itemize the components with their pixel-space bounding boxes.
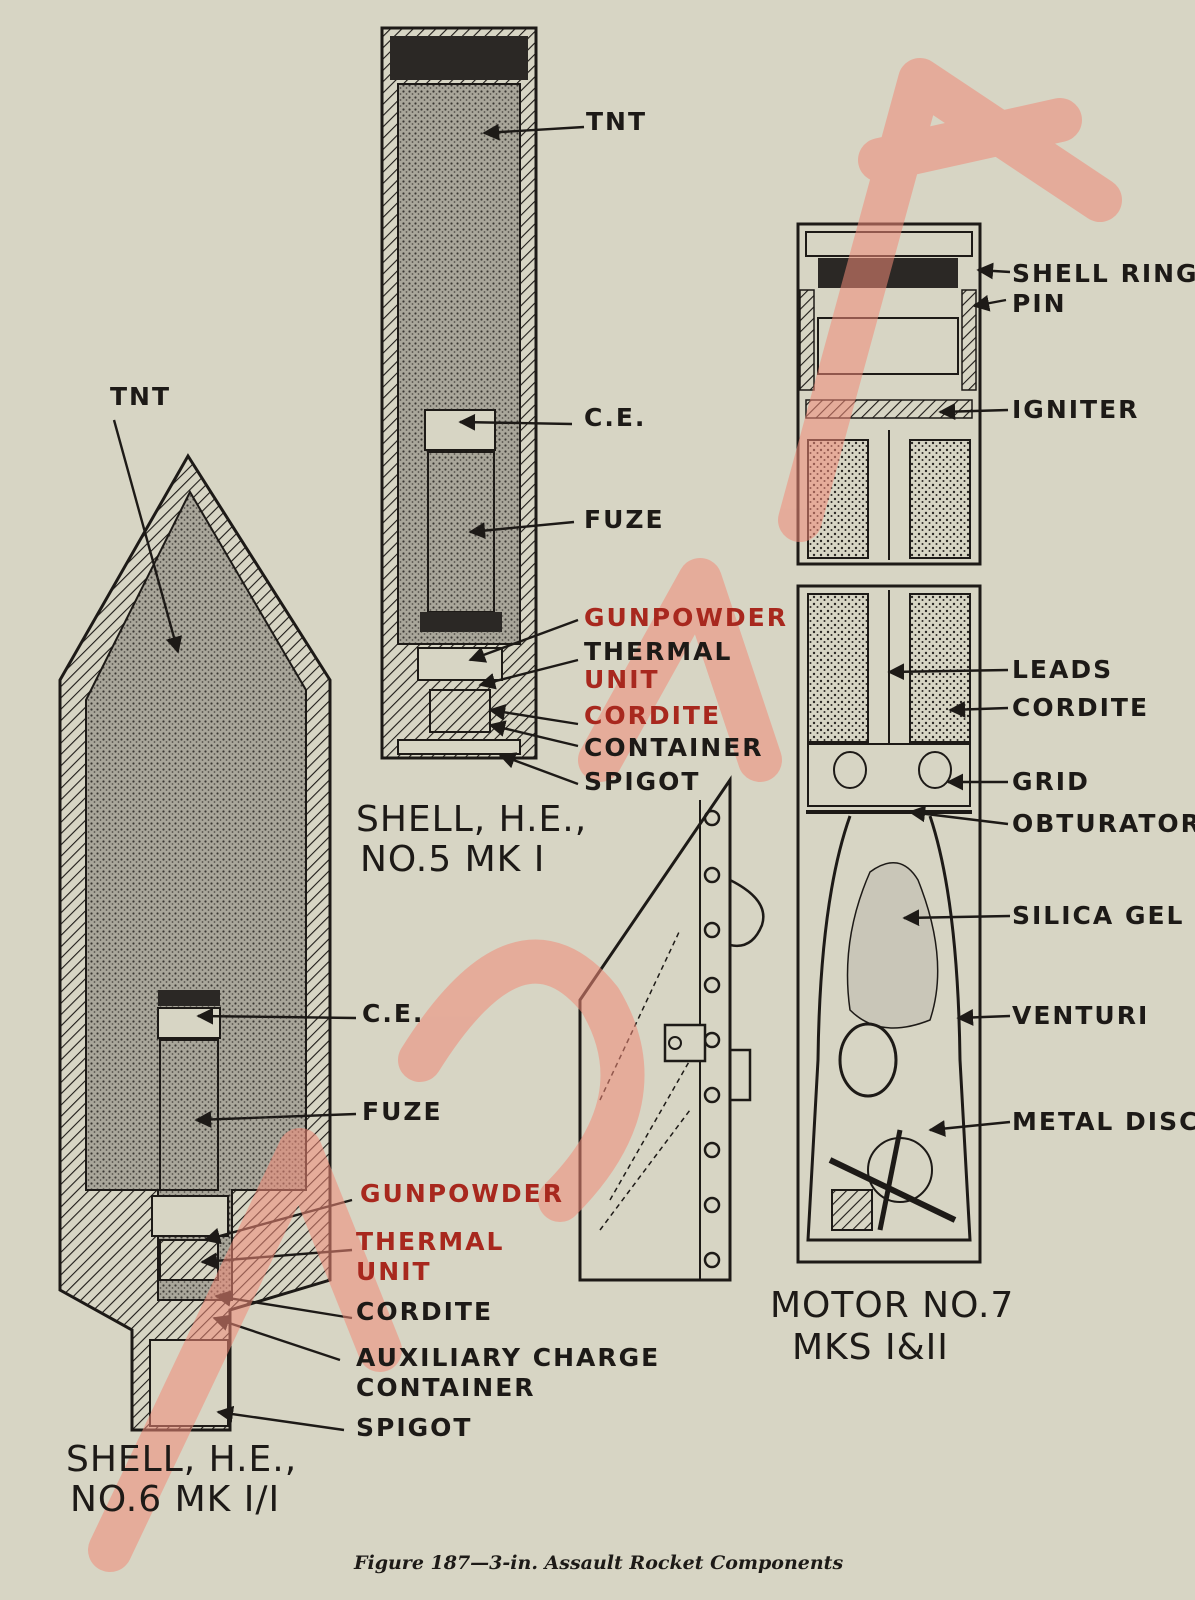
label-auxiliary-charge-shell6: AUXILIARY CHARGE bbox=[356, 1343, 661, 1372]
title-shell5-line1: SHELL, H.E., bbox=[356, 799, 588, 840]
label-spigot-shell6: SPIGOT bbox=[356, 1413, 473, 1442]
label-ce-shell6: C.E. bbox=[362, 999, 425, 1028]
label-cordite-shell6: CORDITE bbox=[356, 1297, 494, 1326]
watermark-logo bbox=[88, 58, 1122, 1572]
label-container-shell6: CONTAINER bbox=[356, 1373, 536, 1402]
label-fuze-shell5: FUZE bbox=[584, 505, 665, 534]
label-obturator: OBTURATOR bbox=[1012, 809, 1195, 838]
motor-no7-drawing bbox=[796, 222, 982, 1264]
label-igniter: IGNITER bbox=[1012, 395, 1140, 424]
title-shell5-line2: NO.5 MK I bbox=[360, 839, 546, 880]
title-motor-line2: MKS I&II bbox=[792, 1327, 949, 1368]
title-shell6-line1: SHELL, H.E., bbox=[66, 1439, 298, 1480]
label-shell-ring: SHELL RING bbox=[1012, 259, 1195, 288]
label-metal-disc: METAL DISC bbox=[1012, 1107, 1195, 1136]
label-fuze-shell6: FUZE bbox=[362, 1097, 443, 1126]
label-unit-shell5: UNIT bbox=[584, 665, 660, 694]
label-cordite-shell5: CORDITE bbox=[584, 701, 722, 730]
shell-no5-drawing bbox=[380, 26, 538, 760]
title-motor-line1: MOTOR NO.7 bbox=[770, 1285, 1015, 1326]
label-venturi: VENTURI bbox=[1012, 1001, 1150, 1030]
label-pin: PIN bbox=[1012, 289, 1067, 318]
figure-caption: Figure 187—3-in. Assault Rocket Componen… bbox=[354, 1552, 844, 1574]
label-unit-shell6: UNIT bbox=[356, 1257, 432, 1286]
title-shell6-line2: NO.6 MK I/I bbox=[70, 1479, 281, 1520]
label-cordite-motor: CORDITE bbox=[1012, 693, 1150, 722]
label-container-shell5: CONTAINER bbox=[584, 733, 764, 762]
shell-no6-drawing bbox=[58, 453, 332, 1432]
label-tnt-shell6: TNT bbox=[110, 382, 172, 411]
label-thermal-shell6: THERMAL bbox=[356, 1227, 505, 1256]
label-thermal-shell5: THERMAL bbox=[584, 637, 733, 666]
label-tnt-shell5: TNT bbox=[586, 107, 648, 136]
label-gunpowder-shell5: GUNPOWDER bbox=[584, 603, 788, 632]
label-spigot-shell5: SPIGOT bbox=[584, 767, 701, 796]
label-silica-gel: SILICA GEL bbox=[1012, 901, 1185, 930]
label-gunpowder-shell6: GUNPOWDER bbox=[360, 1179, 564, 1208]
label-leads: LEADS bbox=[1012, 655, 1114, 684]
label-grid: GRID bbox=[1012, 767, 1090, 796]
label-ce-shell5: C.E. bbox=[584, 403, 647, 432]
